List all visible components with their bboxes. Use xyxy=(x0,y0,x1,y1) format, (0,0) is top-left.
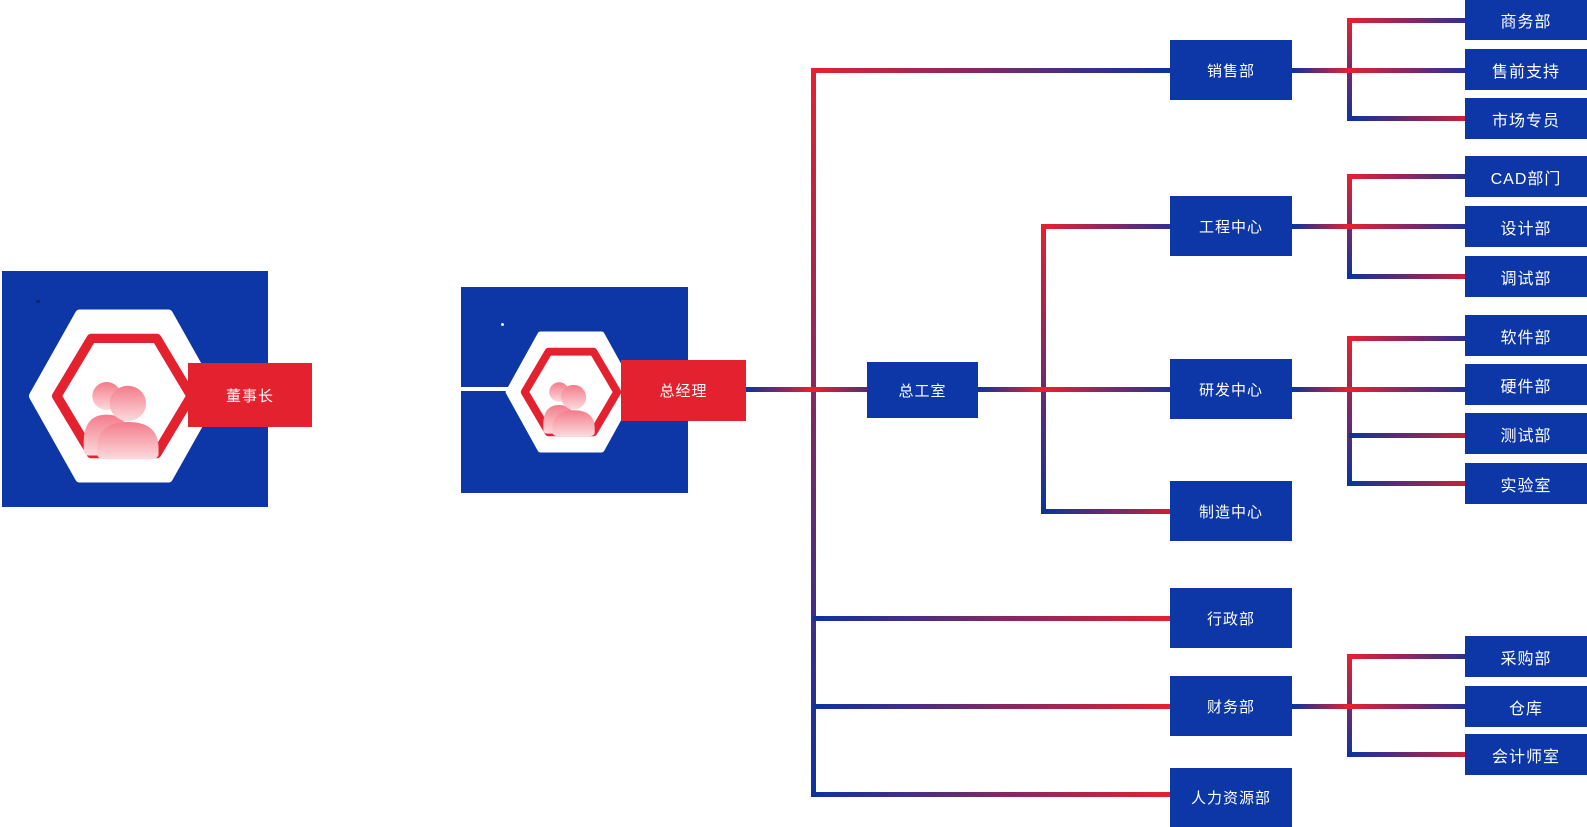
connector-purchasing-dept xyxy=(1349,653,1465,659)
connector-software-dept xyxy=(1349,335,1465,341)
node-design-dept[interactable]: 设计部 xyxy=(1465,206,1587,247)
node-business-dept[interactable]: 商务部 xyxy=(1465,0,1587,40)
connector-business-dept xyxy=(1349,17,1465,23)
node-sales-dept[interactable]: 销售部 xyxy=(1170,40,1292,100)
trunk-general-manager xyxy=(810,67,816,797)
people-badge-icon xyxy=(505,331,637,453)
node-warehouse[interactable]: 仓库 xyxy=(1465,686,1587,727)
node-hr-dept[interactable]: 人力资源部 xyxy=(1170,768,1292,827)
node-testing-dept[interactable]: 测试部 xyxy=(1465,413,1587,454)
connector-chairman-to-gm xyxy=(312,387,562,391)
connector-hr-dept xyxy=(813,792,1170,797)
connector-sales-dept xyxy=(813,67,1170,73)
connector-debugging-dept xyxy=(1349,273,1465,279)
people-badge-icon xyxy=(28,309,220,483)
connector-gm-to-chief-office xyxy=(746,386,867,392)
node-chairman-tag[interactable]: 董事长 xyxy=(188,363,312,427)
connector-hardware-dept xyxy=(1292,386,1465,392)
node-software-dept[interactable]: 软件部 xyxy=(1465,315,1587,356)
connector-engineering-center xyxy=(1043,223,1170,229)
node-cad-dept[interactable]: CAD部门 xyxy=(1465,156,1587,197)
node-admin-dept[interactable]: 行政部 xyxy=(1170,588,1292,648)
sparkle-dot xyxy=(501,323,504,326)
connector-presales-support xyxy=(1292,67,1465,73)
connector-accountant-office xyxy=(1349,751,1465,757)
node-chief-engineer-office[interactable]: 总工室 xyxy=(867,362,978,418)
connector-testing-dept xyxy=(1349,432,1465,438)
trunk-rd-cluster xyxy=(1346,335,1352,486)
node-hardware-dept[interactable]: 硬件部 xyxy=(1465,364,1587,405)
connector-laboratory xyxy=(1349,480,1465,486)
connector-warehouse xyxy=(1292,703,1465,709)
node-purchasing-dept[interactable]: 采购部 xyxy=(1465,636,1587,677)
node-general-manager-tag[interactable]: 总经理 xyxy=(621,360,746,421)
connector-manufacturing-center xyxy=(1043,508,1170,514)
node-debugging-dept[interactable]: 调试部 xyxy=(1465,256,1587,297)
node-finance-dept[interactable]: 财务部 xyxy=(1170,676,1292,736)
connector-marketing-specialist xyxy=(1349,115,1465,121)
connector-admin-dept xyxy=(813,615,1170,621)
connector-rd-center xyxy=(978,386,1170,392)
node-presales-support[interactable]: 售前支持 xyxy=(1465,49,1587,90)
sparkle-dot xyxy=(36,300,40,303)
node-manufacturing-center[interactable]: 制造中心 xyxy=(1170,481,1292,541)
connector-design-dept xyxy=(1292,223,1465,229)
connector-cad-dept xyxy=(1349,173,1465,179)
node-laboratory[interactable]: 实验室 xyxy=(1465,463,1587,504)
node-marketing-specialist[interactable]: 市场专员 xyxy=(1465,98,1587,139)
trunk-chief-engineer-office xyxy=(1040,223,1046,514)
connector-finance-dept xyxy=(813,703,1170,709)
node-engineering-center[interactable]: 工程中心 xyxy=(1170,196,1292,256)
node-accountant-office[interactable]: 会计师室 xyxy=(1465,734,1587,775)
node-rd-center[interactable]: 研发中心 xyxy=(1170,359,1292,419)
